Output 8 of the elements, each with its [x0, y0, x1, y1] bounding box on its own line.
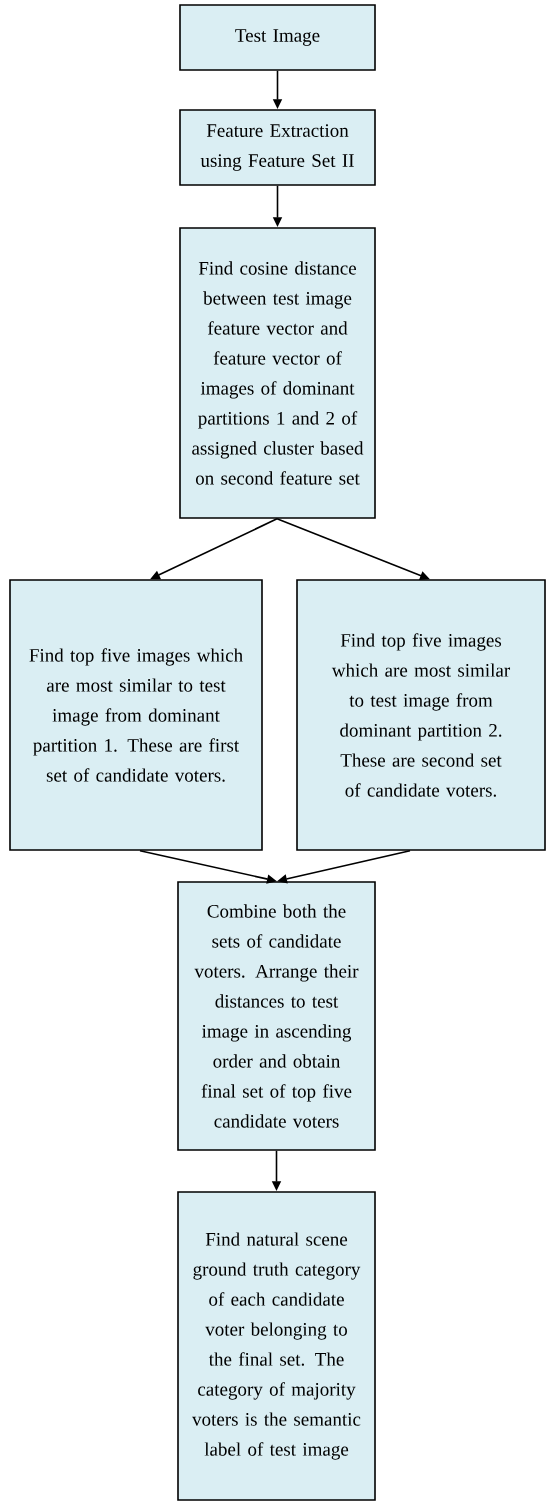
process-box: Find cosine distance between test image feature vector and feature vector of images of dominant partitions 1 and 2 of assigned cluster based on second feature set	[179, 227, 376, 519]
process-box: Test Image	[179, 4, 376, 71]
process-box: Feature Extraction using Feature Set II	[179, 109, 376, 186]
process-box: Find top five images which are most similar to test image from dominant partition 2. These are second set of candidate voters.	[296, 579, 546, 851]
process-box: Combine both the sets of candidate voters. Arrange their distances to test image in ascending order and obtain final set of top five candidate voters	[177, 881, 376, 1151]
process-box: Find natural scene ground truth category of each candidate voter belonging to the final set. The category of majority voters is the semantic label of test image	[177, 1191, 376, 1501]
process-box: Find top five images which are most similar to test image from dominant partition 1. These are first set of candidate voters.	[9, 579, 263, 851]
arrow	[150, 518, 278, 580]
